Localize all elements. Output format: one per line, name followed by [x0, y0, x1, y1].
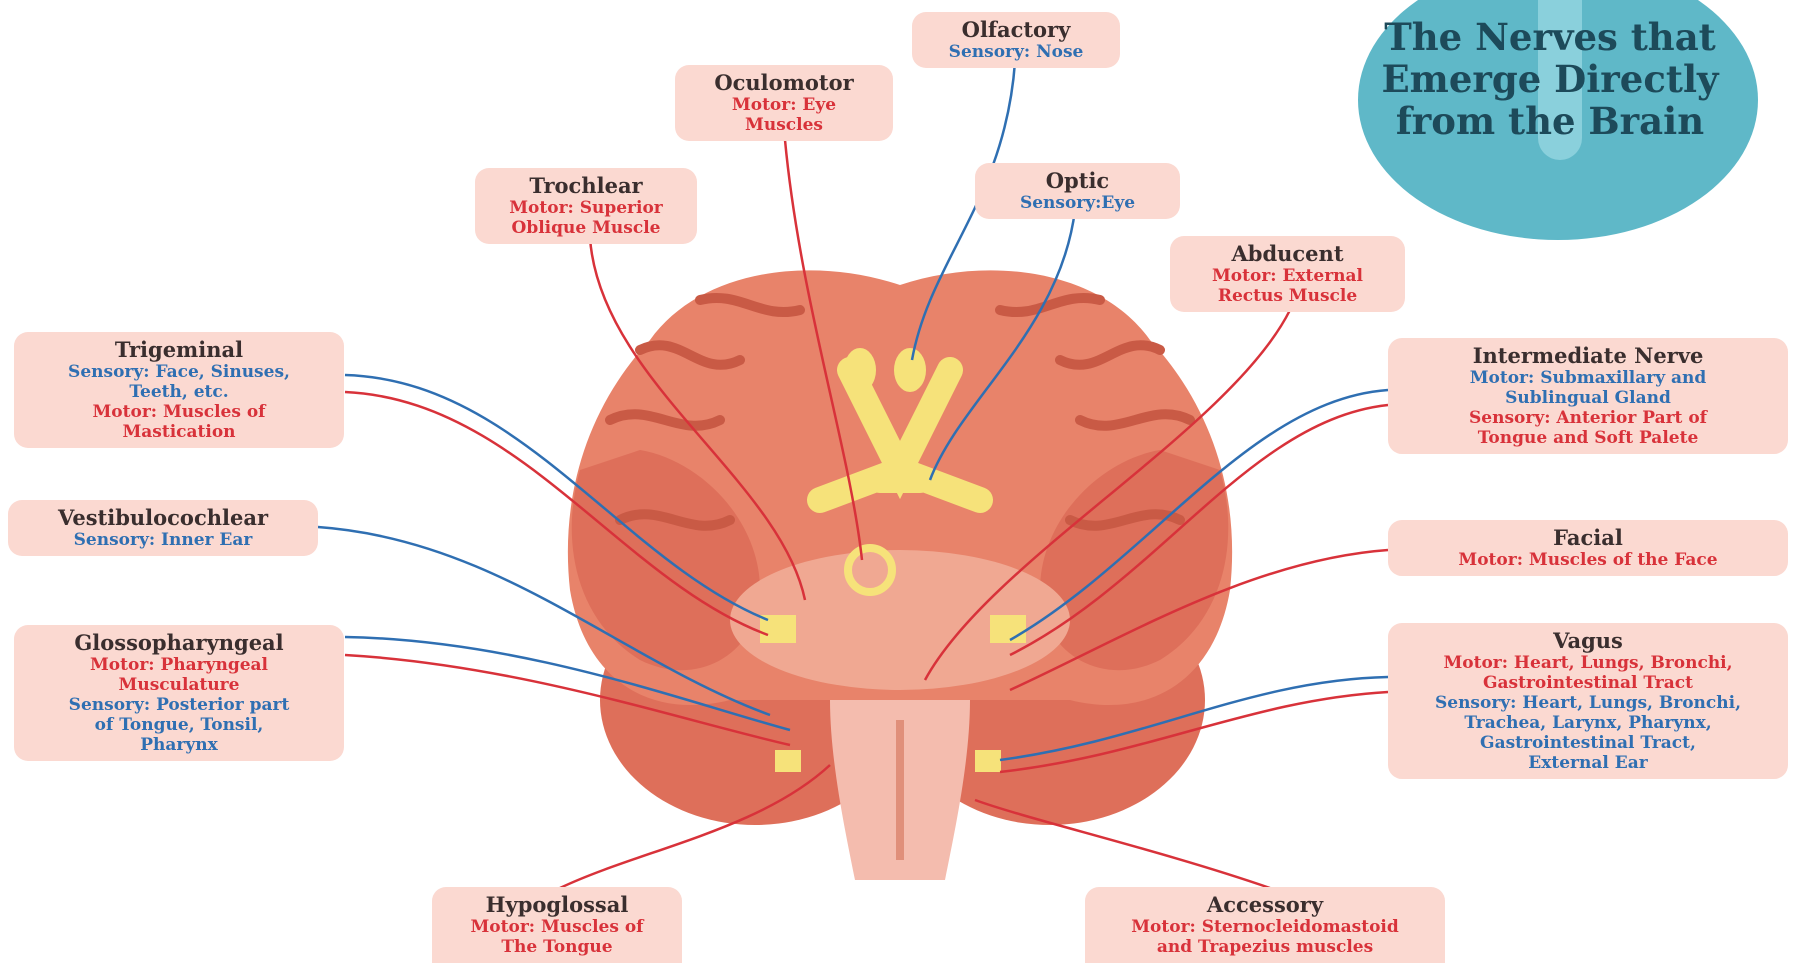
nerve-name: Facial: [1396, 526, 1780, 550]
nerve-function: Motor: External: [1178, 266, 1397, 286]
nerve-function: The Tongue: [440, 937, 674, 957]
nerve-name: Trigeminal: [22, 338, 336, 362]
nerve-function: Sublingual Gland: [1396, 388, 1780, 408]
nerve-function: Mastication: [22, 422, 336, 442]
nerve-function: Sensory: Inner Ear: [16, 530, 310, 550]
nerve-name: Trochlear: [483, 174, 689, 198]
nerve-box-hypoglossal: Hypoglossal Motor: Muscles of The Tongue: [432, 887, 682, 963]
nerve-box-facial: Facial Motor: Muscles of the Face: [1388, 520, 1788, 576]
nerve-name: Accessory: [1093, 893, 1437, 917]
nerve-function: Musculature: [22, 675, 336, 695]
nerve-function: Muscles: [683, 115, 885, 135]
nerve-function: Pharynx: [22, 735, 336, 755]
nerve-name: Hypoglossal: [440, 893, 674, 917]
nerve-function: Sensory:Eye: [983, 193, 1172, 213]
nerve-name: Optic: [983, 169, 1172, 193]
nerve-root-lower-left: [775, 750, 801, 772]
nerve-function: Sensory: Heart, Lungs, Bronchi,: [1396, 693, 1780, 713]
nerve-name: Olfactory: [920, 18, 1112, 42]
nerve-box-vestibulocochlear: Vestibulocochlear Sensory: Inner Ear: [8, 500, 318, 556]
nerve-name: Intermediate Nerve: [1396, 344, 1780, 368]
nerve-box-olfactory: Olfactory Sensory: Nose: [912, 12, 1120, 68]
nerve-box-trigeminal: Trigeminal Sensory: Face, Sinuses, Teeth…: [14, 332, 344, 448]
nerve-function: Motor: Muscles of the Face: [1396, 550, 1780, 570]
olfactory-bulb-right: [894, 348, 926, 392]
nerve-function: Oblique Muscle: [483, 218, 689, 238]
nerve-function: Motor: Superior: [483, 198, 689, 218]
nerve-function: Gastrointestinal Tract: [1396, 673, 1780, 693]
nerve-box-accessory: Accessory Motor: Sternocleidomastoid and…: [1085, 887, 1445, 963]
nerve-box-vagus: Vagus Motor: Heart, Lungs, Bronchi, Gast…: [1388, 623, 1788, 779]
nerve-name: Vagus: [1396, 629, 1780, 653]
nerve-function: Gastrointestinal Tract,: [1396, 733, 1780, 753]
nerve-root-right: [990, 615, 1026, 643]
nerve-function: Motor: Heart, Lungs, Bronchi,: [1396, 653, 1780, 673]
accessory-connector: [975, 800, 1270, 888]
nerve-root-lower-right: [975, 750, 1001, 772]
nerve-name: Abducent: [1178, 242, 1397, 266]
nerve-box-optic: Optic Sensory:Eye: [975, 163, 1180, 219]
nerve-function: Sensory: Posterior part: [22, 695, 336, 715]
nerve-name: Oculomotor: [683, 71, 885, 95]
nerve-function: Motor: Muscles of: [440, 917, 674, 937]
nerve-function: Motor: Muscles of: [22, 402, 336, 422]
nerve-function: Trachea, Larynx, Pharynx,: [1396, 713, 1780, 733]
nerve-function: External Ear: [1396, 753, 1780, 773]
nerve-function: and Trapezius muscles: [1093, 937, 1437, 957]
nerve-box-oculomotor: Oculomotor Motor: Eye Muscles: [675, 65, 893, 141]
nerve-function: Sensory: Anterior Part of: [1396, 408, 1780, 428]
nerve-function: Teeth, etc.: [22, 382, 336, 402]
nerve-function: Motor: Submaxillary and: [1396, 368, 1780, 388]
nerve-function: Motor: Pharyngeal: [22, 655, 336, 675]
nerve-function: of Tongue, Tonsil,: [22, 715, 336, 735]
nerve-function: Sensory: Face, Sinuses,: [22, 362, 336, 382]
olfactory-bulb-left: [844, 348, 876, 392]
nerve-name: Glossopharyngeal: [22, 631, 336, 655]
nerve-box-intermediate: Intermediate Nerve Motor: Submaxillary a…: [1388, 338, 1788, 454]
nerve-box-glossopharyngeal: Glossopharyngeal Motor: Pharyngeal Muscu…: [14, 625, 344, 761]
nerve-function: Sensory: Nose: [920, 42, 1112, 62]
diagram-title: The Nerves that Emerge Directly from the…: [1380, 16, 1720, 142]
nerve-function: Motor: Eye: [683, 95, 885, 115]
nerve-box-trochlear: Trochlear Motor: Superior Oblique Muscle: [475, 168, 697, 244]
nerve-function: Tongue and Soft Palete: [1396, 428, 1780, 448]
nerve-name: Vestibulocochlear: [16, 506, 310, 530]
nerve-box-abducent: Abducent Motor: External Rectus Muscle: [1170, 236, 1405, 312]
nerve-function: Rectus Muscle: [1178, 286, 1397, 306]
nerve-function: Motor: Sternocleidomastoid: [1093, 917, 1437, 937]
